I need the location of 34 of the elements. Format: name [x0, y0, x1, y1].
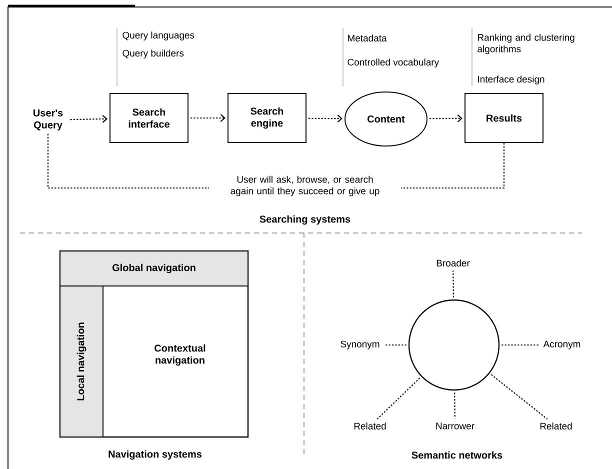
term-label: Related — [540, 422, 572, 430]
connector-line — [452, 270, 454, 298]
arrow — [308, 114, 343, 123]
content-area-label: Contextual navigation — [154, 344, 206, 366]
term-label: User's Query — [34, 110, 63, 130]
arrow — [70, 115, 108, 123]
arrow — [190, 114, 226, 122]
connector-line — [454, 392, 456, 418]
connector-line — [502, 344, 540, 346]
term-label: Synonym — [340, 340, 380, 350]
section-caption: Semantic networks — [412, 451, 502, 459]
process-box: Results — [464, 93, 544, 143]
process-box: Search interface — [110, 93, 188, 143]
annotation-text: Controlled vocabulary — [348, 58, 440, 68]
annotation-text: Query languages — [122, 32, 194, 40]
annotation-text: Metadata — [348, 34, 387, 42]
annotation-text: Query builders — [122, 50, 184, 58]
arrow — [430, 114, 462, 122]
annotation-text: Ranking and clustering algorithms — [478, 34, 574, 54]
edge-label: User will ask, browse, or search again until they succeed or give up — [209, 174, 401, 198]
term-label: Narrower — [436, 422, 474, 430]
local-navigation-column: Local navigation — [60, 286, 104, 438]
term-label: Broader — [436, 260, 470, 266]
process-box: Search engine — [228, 93, 306, 143]
connector-line — [490, 374, 548, 420]
concept-circle — [408, 299, 500, 391]
term-label: Acronym — [543, 340, 580, 350]
section-caption: Searching systems — [260, 215, 350, 225]
annotation-text: Interface design — [478, 76, 544, 84]
connector-line — [384, 344, 406, 346]
section-caption: Navigation systems — [108, 450, 202, 460]
term-label: Related — [354, 422, 386, 430]
connector-line — [376, 378, 420, 420]
global-navigation-bar: Global navigation — [60, 250, 248, 286]
